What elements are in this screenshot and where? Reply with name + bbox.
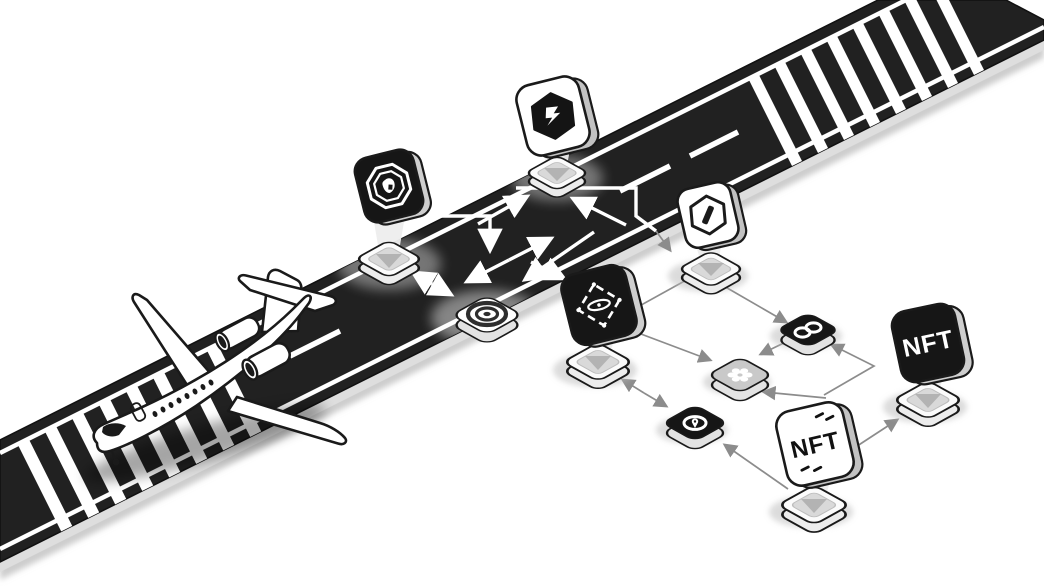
tile-badge-octagon [353, 148, 432, 226]
card-nft: NFT [775, 401, 864, 489]
tile-chain [780, 314, 836, 356]
airplane-shadow [84, 404, 326, 482]
airplane-door [129, 402, 147, 422]
airplane-engine-near [241, 341, 291, 381]
location-ring-icon [682, 415, 708, 431]
airplane-right-wing [226, 395, 348, 446]
octagon-badge-icon [365, 162, 413, 210]
airplane-engine-far [214, 316, 261, 353]
hexagon-seal-icon [530, 92, 576, 140]
hexagon-outline-icon [689, 194, 727, 236]
airplane-cockpit-window [102, 423, 126, 437]
concentric-rings-icon [465, 300, 509, 328]
airplane-nose-gear [110, 449, 120, 466]
chain-link-icon [793, 321, 823, 339]
airplane-windows [152, 379, 214, 417]
tile-target [455, 297, 519, 343]
tile-blockchain [560, 263, 647, 348]
tile-nft: NFT [890, 302, 974, 386]
circuit-block-icon [576, 282, 622, 328]
gear-icon [727, 368, 753, 382]
tile-hexagon-seal [515, 75, 600, 159]
airplane-left-wing [131, 292, 220, 401]
airplane-stabilizer [237, 273, 338, 313]
tile-hexagon-outline [676, 180, 748, 252]
tile-location [665, 406, 725, 450]
airplane-fuselage [92, 294, 312, 454]
nft-card-dash-marks [800, 412, 835, 472]
threshold-stripes-right [748, 0, 986, 170]
tile-gear [710, 358, 770, 402]
airplane [84, 268, 348, 482]
